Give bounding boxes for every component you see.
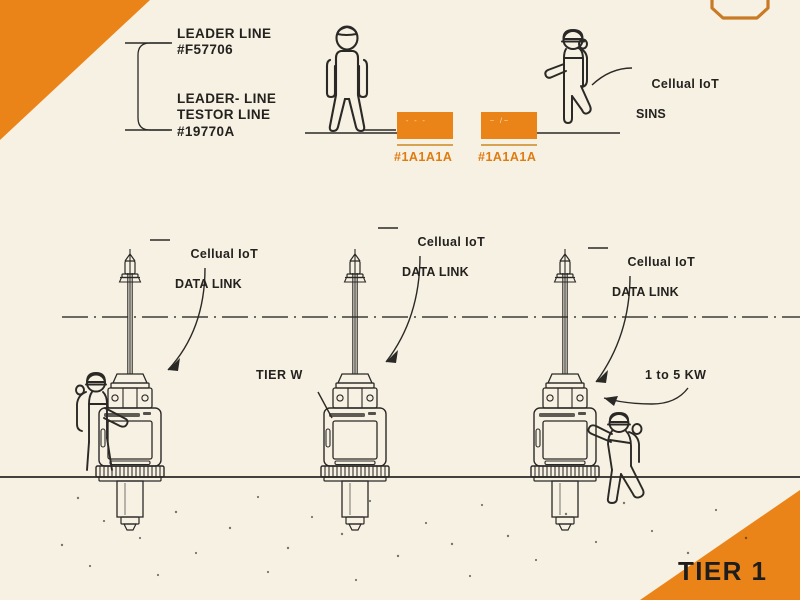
callout-unit-2-line1: Cellual IoT <box>417 235 486 249</box>
footer-tier-label: TIER 1 <box>678 556 768 586</box>
legend-title-2b: TESTOR LINE <box>177 107 271 122</box>
callout-unit-1-line2: DATA LINK <box>175 277 242 291</box>
equipment-unit-2 <box>320 248 390 531</box>
soil-speckles <box>60 495 748 582</box>
callout-unit-1: Cellual IoT DATA LINK <box>175 232 258 322</box>
callout-unit-1-line1: Cellual IoT <box>190 247 259 261</box>
callout-leader-power <box>651 387 689 405</box>
callout-power-rating: 1 to 5 KW <box>645 368 707 382</box>
callout-arrow-unit-3 <box>595 275 631 383</box>
corner-wedge-bottom-right <box>640 490 800 600</box>
callout-unit-3-line2: DATA LINK <box>612 285 679 299</box>
legend-hex-1: #F57706 <box>177 42 234 57</box>
swatch-mark-2: ~ /~ <box>490 118 511 125</box>
swatch-underline-1 <box>397 144 453 146</box>
standing-person-figure <box>325 25 369 133</box>
corner-mark-icon <box>710 0 770 20</box>
callout-unit-2-line2: DATA LINK <box>402 265 469 279</box>
walking-worker-figure <box>544 29 592 124</box>
technician-right-figure <box>587 412 645 504</box>
swatch-caption-2: #1A1A1A <box>478 150 537 164</box>
legend-title-1: LEADER LINE <box>177 26 272 41</box>
swatch-mark-1: - - - <box>406 118 427 125</box>
color-swatch-1[interactable]: - - - <box>397 112 453 139</box>
callout-leader-tier-w <box>317 391 333 419</box>
callout-unit-3-line1: Cellual IoT <box>627 255 696 269</box>
callout-unit-2: Cellual IoT DATA LINK <box>402 220 485 310</box>
legend-hex-2: #19770A <box>177 124 235 139</box>
equipment-unit-1 <box>95 248 165 531</box>
callout-arrow-unit-2 <box>385 255 421 363</box>
equipment-unit-3 <box>530 248 600 531</box>
technician-left-figure <box>75 372 129 471</box>
callout-unit-3: Cellual IoT DATA LINK <box>612 240 695 330</box>
callout-top-right-line1: Cellual IoT <box>651 77 720 91</box>
swatch-caption-1: #1A1A1A <box>394 150 453 164</box>
color-swatch-2[interactable]: ~ /~ <box>481 112 537 139</box>
callout-top-right-line2: SINS <box>636 107 666 121</box>
corner-wedge-top-left <box>0 0 150 140</box>
legend-bracket <box>137 42 170 131</box>
callout-leader-top-right <box>591 67 633 86</box>
swatch-underline-2 <box>481 144 537 146</box>
callout-top-right: Cellual IoT SINS <box>636 62 719 152</box>
legend-title-2: LEADER- LINE <box>177 91 277 106</box>
callout-arrow-unit-1 <box>167 267 206 371</box>
callout-tier-w: TIER W <box>256 368 303 382</box>
